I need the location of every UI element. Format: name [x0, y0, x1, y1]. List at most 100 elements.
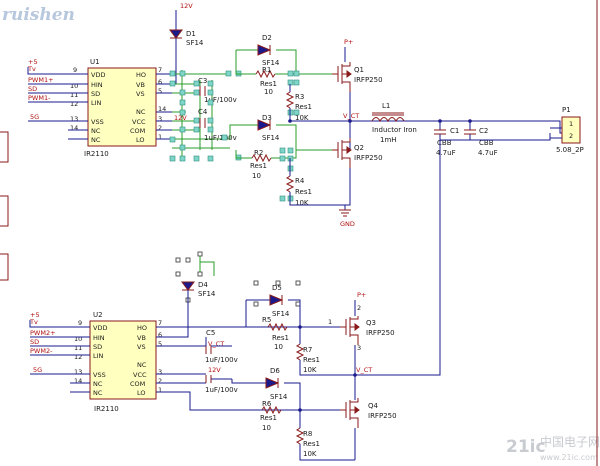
u1-pin-num: 14	[70, 124, 78, 132]
c5-val: 1uF/100v	[205, 356, 238, 364]
d2-diode[interactable]: D2 SF14	[257, 34, 280, 67]
c3-capacitor[interactable]: C3 1uF/100v	[198, 77, 237, 104]
u1-pin-name: NC	[136, 108, 146, 116]
q4-val: IRFP250	[368, 412, 397, 420]
u1-pin-num: 7	[158, 66, 162, 74]
net-label: Tv	[29, 318, 38, 326]
watermark: 21ic 中国电子网 www.21ic.com	[506, 434, 600, 462]
half-bridge-2: P+ 2 1 3 Q3 IRFP250 V_CT Q4 IRFP250	[328, 291, 397, 460]
q4-mosfet[interactable]: Q4 IRFP250	[340, 398, 397, 428]
r6-ref: R6	[262, 400, 272, 408]
net-vct-2: V_CT	[356, 366, 372, 374]
u2-pin-name: VDD	[93, 324, 107, 332]
net-label: Tv	[27, 65, 36, 73]
d3-diode[interactable]: D3 SF14	[257, 114, 280, 142]
u2-pin-num: 9	[78, 319, 82, 327]
r8-resistor[interactable]: R8 Res1 10K	[295, 410, 320, 458]
r5-ref: R5	[262, 316, 271, 324]
u2-pin-name: LO	[137, 389, 146, 397]
d6-ref: D6	[270, 367, 280, 375]
d2-ref: D2	[262, 34, 272, 42]
r8-name: Res1	[303, 440, 320, 448]
r2-resistor[interactable]: R2 Res1 10	[250, 149, 272, 180]
u2-pin-name: NC	[93, 389, 103, 397]
c4-capacitor[interactable]: C4 1uF/100v	[198, 108, 237, 142]
u2-pin-num: 7	[158, 319, 162, 327]
r3-resistor[interactable]: R3 Res1 10K	[285, 84, 312, 122]
p1-pin2: 2	[569, 132, 573, 140]
c2-ref: C2	[479, 127, 488, 135]
c5-capacitor[interactable]: C5 1uF/100v	[205, 329, 238, 364]
c3-val: 1uF/100v	[204, 96, 237, 104]
r7-resistor[interactable]: R7 Res1 10K	[295, 327, 320, 374]
r6-resistor[interactable]: R6 Res1 10	[260, 400, 282, 432]
q1-mosfet[interactable]: Q1 IRFP250	[332, 62, 383, 92]
c1-val: 4.7uF	[436, 149, 456, 157]
r2-val: 10	[252, 172, 261, 180]
c1-ref: C1	[450, 127, 459, 135]
c1-capacitor[interactable]: C1 CBB 4.7uF	[434, 127, 459, 157]
d3-ref: D3	[262, 114, 272, 122]
r4-resistor[interactable]: R4 Res1 10K	[285, 158, 312, 207]
l1-ref: L1	[382, 102, 390, 110]
net-label: PWM2+	[30, 329, 56, 337]
c2-capacitor[interactable]: C2 CBB 4.7uF	[464, 127, 498, 157]
c2-type: CBB	[479, 139, 494, 147]
u2-pin-name: HIN	[93, 334, 105, 342]
net-label: PWM2-	[30, 347, 53, 355]
q1-ref: Q1	[354, 66, 364, 74]
d4-diode[interactable]: D4 SF14	[181, 281, 216, 298]
r1-resistor[interactable]: R1 Res1 10	[255, 66, 277, 96]
c6-capacitor[interactable]: 1uF/100v	[205, 375, 238, 394]
c5-ref: C5	[206, 329, 215, 337]
r7-name: Res1	[303, 356, 320, 364]
u2-pin-name: LIN	[93, 352, 104, 360]
handle-markers	[175, 251, 301, 307]
u2-supply: D4 SF14 C5 1uF/100v V_CT 12V 1uF/100v	[175, 251, 340, 411]
watermark-sub: 中国电子网	[540, 434, 600, 449]
q2-mosfet[interactable]: Q2 IRFP250	[332, 138, 383, 168]
q3-val: IRFP250	[366, 329, 395, 337]
q3-pin-source: 3	[357, 344, 361, 352]
u2-pin-num: 6	[158, 331, 162, 339]
watermark-url: www.21ic.com	[540, 453, 598, 462]
d6-diode[interactable]: D6 SF14	[265, 367, 288, 401]
q2-val: IRFP250	[354, 154, 383, 162]
u1-ic[interactable]: U1 IR2110 VDD HIN SD LIN VSS NC NC HO VB…	[68, 58, 172, 158]
u1-pin-num: 6	[158, 78, 162, 86]
u2-pin-name: SD	[93, 343, 102, 351]
u2-ic[interactable]: U2 IR2110 VDD HIN SD LIN VSS NC NC HO VB…	[70, 311, 176, 413]
u2-body	[89, 320, 157, 400]
d4-ref: D4	[198, 281, 208, 289]
d5-diode[interactable]: D5 SF14	[269, 284, 290, 318]
net-label: +5	[30, 311, 40, 319]
r2-name: Res1	[250, 162, 267, 170]
u1-pin-name: SD	[91, 90, 100, 98]
d1-diode[interactable]: D1 SF14	[169, 29, 204, 47]
rail-12v-u2: 12V	[208, 366, 221, 374]
p1-connector[interactable]: P1 1 2 5.08_2P	[550, 106, 584, 154]
rail-pplus: P+	[344, 38, 353, 46]
u2-pin-name: VB	[137, 334, 146, 342]
q3-gate-network: D5 SF14 R5 Res1 10 R7 Res1 10K	[245, 284, 355, 376]
q4-gate-network: D6 SF14 R6 Res1 10 R8 Res1 10K	[231, 367, 355, 461]
watermark-logo: 21ic	[506, 437, 546, 457]
net-label: SD	[28, 85, 37, 93]
u1-pin-num: 10	[70, 82, 78, 90]
l1-inductor[interactable]: L1 Inductor Iron 1mH	[371, 102, 417, 144]
p1-ref: P1	[562, 106, 571, 114]
d2-val: SF14	[262, 59, 280, 67]
d4-val: SF14	[198, 290, 216, 298]
u2-pin-num: 12	[74, 353, 82, 361]
rail-12v-local: 12V	[174, 114, 187, 122]
u1-pin-name: NC	[91, 136, 101, 144]
u2-pin-num: 2	[158, 377, 162, 385]
q3-mosfet[interactable]: Q3 IRFP250	[340, 316, 395, 345]
u2-pin-name: HO	[137, 324, 147, 332]
d5-ref: D5	[272, 284, 282, 292]
r6-val: 10	[262, 424, 271, 432]
u2-pin-name: NC	[137, 361, 147, 369]
r5-resistor[interactable]: R5 Res1 10	[262, 316, 289, 351]
q3-ref: Q3	[366, 319, 376, 327]
u1-pin-name: NC	[91, 127, 101, 135]
